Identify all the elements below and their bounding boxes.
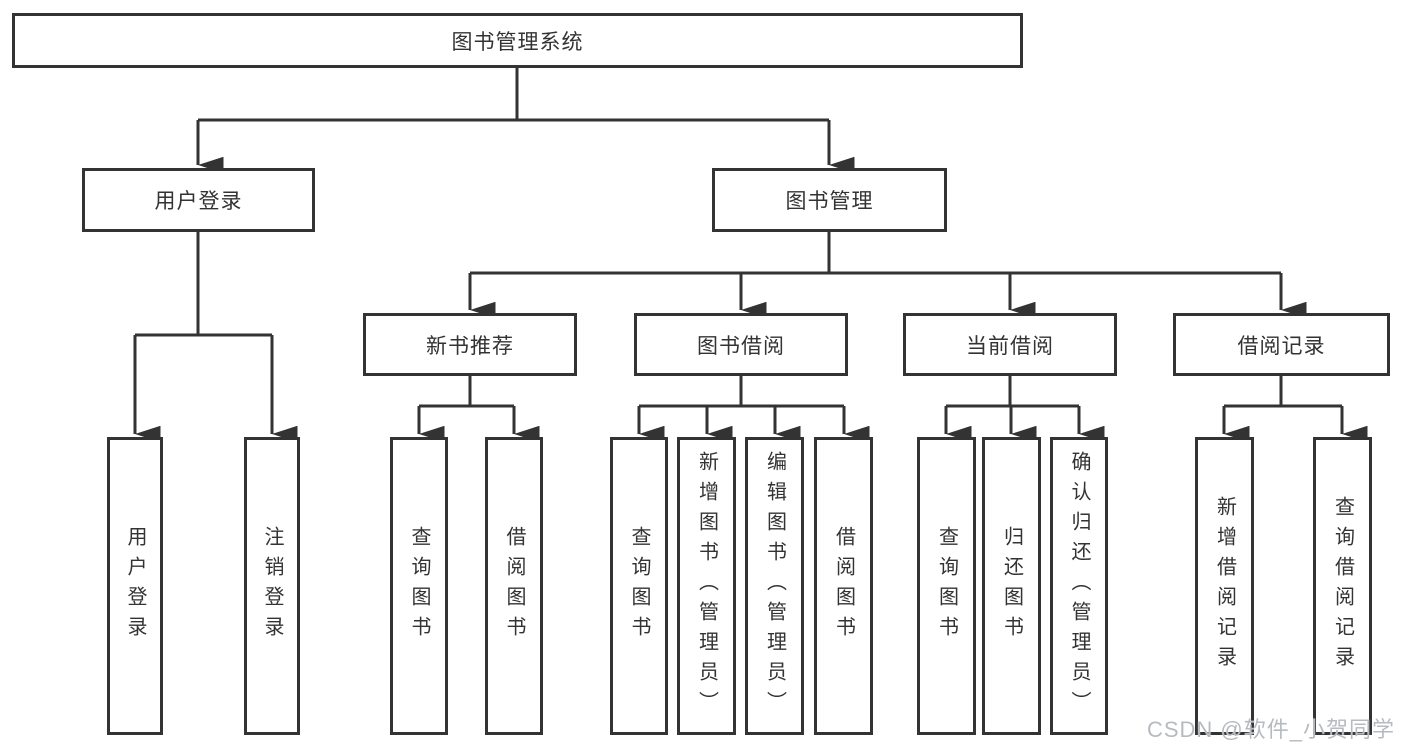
leaf-user-login: 用户登录 [107,437,163,735]
node-borrow-records: 借阅记录 [1173,313,1390,376]
leaf-return-books: 归还图书 [982,437,1041,735]
leaf-query-books-2: 查询图书 [610,437,668,735]
node-root: 图书管理系统 [12,13,1023,68]
csdn-watermark: CSDN @软件_小贺同学 [1146,717,1395,742]
node-user-login-label: 用户登录 [154,190,243,213]
node-current-borrow-label: 当前借阅 [966,334,1054,358]
leaf-query-books-2-label: 查询图书 [628,526,650,646]
leaf-borrow-books-1: 借阅图书 [485,437,543,735]
leaf-logout: 注销登录 [244,437,300,735]
leaf-query-books-3: 查询图书 [917,437,976,735]
leaf-query-borrow-record-label: 查询借阅记录 [1331,496,1354,676]
leaf-borrow-books-1-label: 借阅图书 [503,526,525,646]
leaf-confirm-return-admin-label: 确认归还（管理员） [1068,451,1090,721]
leaf-query-borrow-record: 查询借阅记录 [1313,437,1372,735]
leaf-query-books-3-label: 查询图书 [935,526,958,646]
node-book-management: 图书管理 [712,168,947,232]
node-new-book-recommend: 新书推荐 [363,313,577,376]
leaf-add-book-admin-label: 新增图书（管理员） [695,451,718,721]
leaf-edit-book-admin-label: 编辑图书（管理员） [763,451,786,721]
leaf-borrow-books-2-label: 借阅图书 [832,526,855,646]
leaf-query-books-1: 查询图书 [390,437,448,735]
leaf-user-login-label: 用户登录 [124,526,146,646]
node-book-borrow-label: 图书借阅 [697,334,785,358]
node-book-borrow: 图书借阅 [634,313,848,376]
node-current-borrow: 当前借阅 [903,313,1117,376]
leaf-edit-book-admin: 编辑图书（管理员） [745,437,804,735]
node-user-login: 用户登录 [82,168,315,232]
leaf-logout-label: 注销登录 [261,526,283,646]
leaf-add-borrow-record: 新增借阅记录 [1195,437,1254,735]
leaf-add-book-admin: 新增图书（管理员） [677,437,736,735]
leaf-borrow-books-2: 借阅图书 [814,437,873,735]
leaf-confirm-return-admin: 确认归还（管理员） [1050,437,1108,735]
node-new-book-recommend-label: 新书推荐 [426,334,514,358]
node-book-management-label: 图书管理 [785,190,874,213]
node-root-label: 图书管理系统 [451,30,584,54]
leaf-add-borrow-record-label: 新增借阅记录 [1213,496,1236,676]
leaf-return-books-label: 归还图书 [1000,526,1023,646]
node-borrow-records-label: 借阅记录 [1237,334,1326,358]
leaf-query-books-1-label: 查询图书 [408,526,430,646]
